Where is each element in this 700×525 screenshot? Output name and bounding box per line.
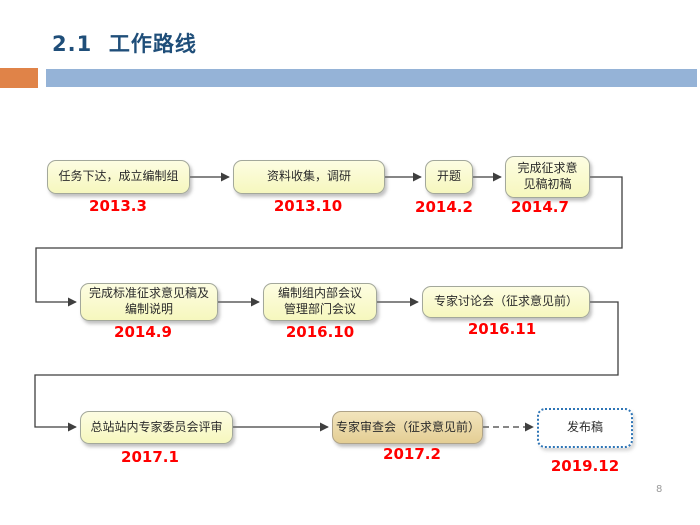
step-data-collection: 资料收集，调研 bbox=[233, 160, 385, 194]
step-kickoff: 开题 bbox=[425, 160, 473, 194]
step-date: 2014.7 bbox=[511, 198, 569, 216]
step-initial-draft: 完成征求意 见稿初稿 bbox=[505, 156, 590, 198]
page-number: 8 bbox=[656, 484, 663, 495]
step-date: 2014.9 bbox=[114, 323, 172, 341]
step-task-assignment: 任务下达，成立编制组 bbox=[47, 160, 190, 194]
step-internal-meetings: 编制组内部会议 管理部门会议 bbox=[263, 283, 377, 321]
step-date: 2016.10 bbox=[285, 323, 355, 341]
step-final-release: 发布稿 bbox=[537, 408, 633, 448]
step-date: 2019.12 bbox=[550, 457, 620, 475]
step-date: 2017.2 bbox=[383, 445, 441, 463]
header-orange-block bbox=[0, 68, 38, 88]
step-expert-discussion: 专家讨论会（征求意见前） bbox=[422, 286, 590, 318]
step-date: 2016.11 bbox=[467, 320, 537, 338]
step-date: 2017.1 bbox=[121, 448, 179, 466]
slide-title: 2.1 工作路线 bbox=[52, 32, 197, 56]
header-blue-bar bbox=[46, 69, 697, 87]
step-date: 2014.2 bbox=[415, 198, 473, 216]
step-standard-draft: 完成标准征求意见稿及 编制说明 bbox=[80, 283, 218, 321]
step-date: 2013.3 bbox=[89, 197, 147, 215]
step-expert-review-meeting: 专家审查会（征求意见前） bbox=[332, 411, 483, 444]
step-date: 2013.10 bbox=[273, 197, 343, 215]
step-internal-expert-review: 总站站内专家委员会评审 bbox=[80, 411, 233, 444]
